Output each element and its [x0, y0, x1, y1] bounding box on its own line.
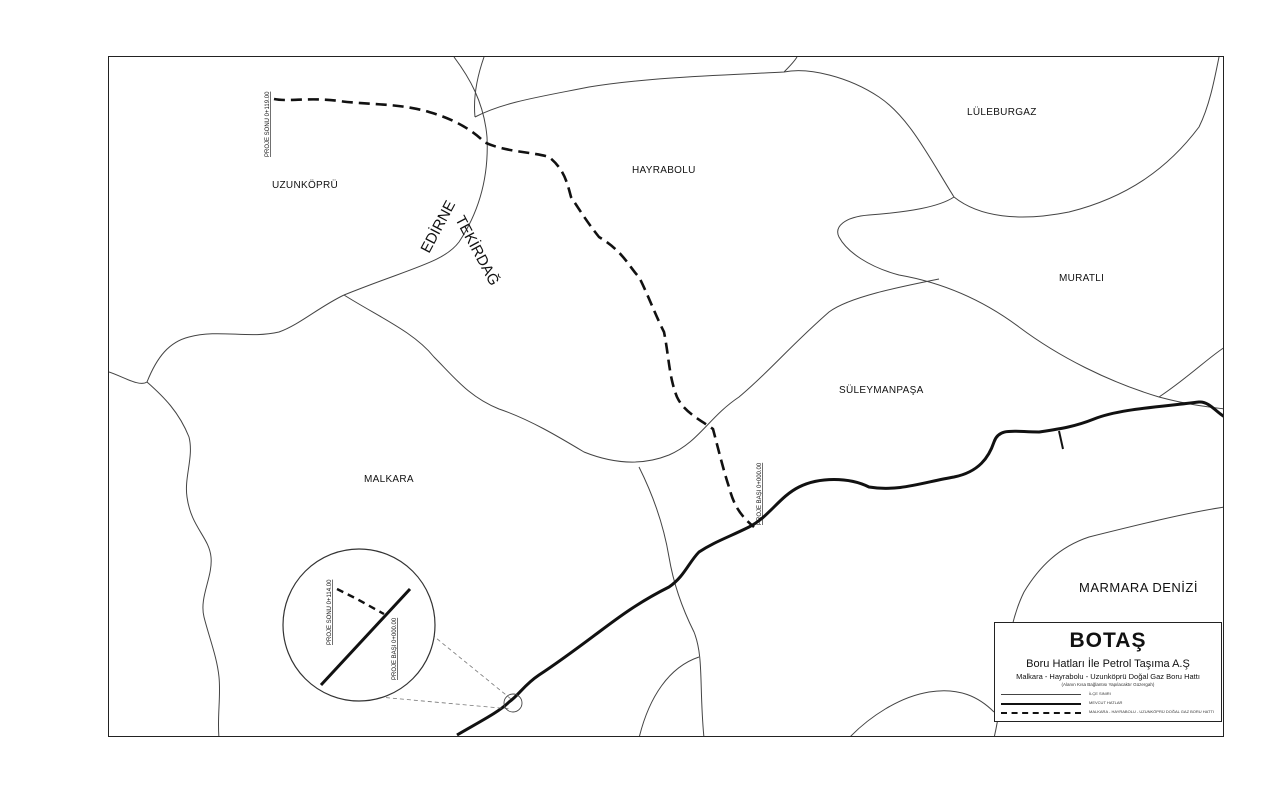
label-muratli: MURATLI — [1059, 273, 1104, 284]
label-project-end: PROJE SONU 0+119.00 — [265, 91, 271, 157]
existing-pipeline — [456, 400, 1223, 736]
legend-project: Malkara - Hayrabolu - Uzunköprü Doğal Ga… — [1016, 672, 1200, 681]
label-malkara: MALKARA — [364, 474, 414, 485]
province-boundary — [343, 57, 488, 296]
legend-label-new: MALKARA - HAYRABOLU - UZUNKÖPRÜ DOĞAL GA… — [1089, 709, 1215, 714]
label-hayrabolu: HAYRABOLU — [632, 165, 696, 176]
inset-circle — [282, 548, 436, 702]
label-luleburgaz: LÜLEBURGAZ — [967, 106, 1037, 118]
province-boundary-north — [474, 57, 485, 118]
legend-row-existing: MEVCUT HATLAR — [1001, 700, 1211, 707]
district-boundaries — [109, 57, 1223, 736]
coast-south — [639, 656, 700, 736]
boundary-muratli — [837, 196, 1223, 410]
pipeline-branch — [1058, 430, 1064, 450]
label-tekirdag: TEKİRDAĞ — [451, 212, 503, 288]
label-suleymanpasa: SÜLEYMANPAŞA — [839, 384, 924, 396]
legend-label-boundary: İLÇE SINIRI — [1089, 691, 1111, 696]
inset-leader-bottom — [378, 696, 512, 710]
boundary-uzunkopru — [109, 294, 345, 384]
inset-focus-circle — [503, 693, 523, 713]
legend-brand: BOTAŞ — [1069, 629, 1147, 652]
legend-swatch-boundary — [1001, 694, 1081, 695]
legend-swatch-new — [1001, 712, 1081, 714]
legend-company: Boru Hatları İle Petrol Taşıma A.Ş — [1026, 658, 1190, 670]
new-pipeline — [273, 97, 755, 528]
inset-existing-pipeline — [319, 587, 412, 687]
legend-subtitle: (Alanın Kısa Bağlantısı Yapılacaktır Güz… — [1061, 682, 1155, 687]
boundary-hayrabolu-south — [343, 278, 940, 463]
inset-new-pipeline — [336, 587, 385, 616]
label-project-start: PROJE BAŞI 0+000.00 — [757, 462, 763, 525]
boundary-luleburgaz — [474, 57, 1220, 218]
label-uzunkopru: UZUNKÖPRÜ — [272, 179, 338, 191]
inset-leader-top — [360, 576, 512, 700]
boundary-top — [783, 57, 798, 73]
inset-label-end: PROJE SONU 0+114.00 — [327, 579, 333, 645]
legend-label-existing: MEVCUT HATLAR — [1089, 700, 1123, 705]
boundary-muratli-east — [1158, 347, 1223, 398]
label-edirne: EDİRNE — [417, 197, 460, 256]
boundary-malkara — [146, 381, 221, 736]
legend-row-boundary: İLÇE SINIRI — [1001, 691, 1211, 698]
inset-label-start: PROJE BAŞI 0+000.00 — [392, 617, 398, 680]
legend-swatch-existing — [1001, 703, 1081, 705]
boundary-sw — [850, 690, 995, 736]
label-marmara-sea: MARMARA DENİZİ — [1079, 580, 1198, 595]
legend-box: BOTAŞ Boru Hatları İle Petrol Taşıma A.Ş… — [994, 622, 1222, 722]
boundary-malkara-east — [638, 466, 705, 736]
inset-detail: PROJE SONU 0+114.00 PROJE BAŞI 0+000.00 — [282, 548, 523, 713]
district-map: UZUNKÖPRÜ HAYRABOLU LÜLEBURGAZ MURATLI S… — [109, 57, 1223, 736]
map-frame: UZUNKÖPRÜ HAYRABOLU LÜLEBURGAZ MURATLI S… — [108, 56, 1224, 737]
legend-row-new: MALKARA - HAYRABOLU - UZUNKÖPRÜ DOĞAL GA… — [1001, 709, 1215, 716]
